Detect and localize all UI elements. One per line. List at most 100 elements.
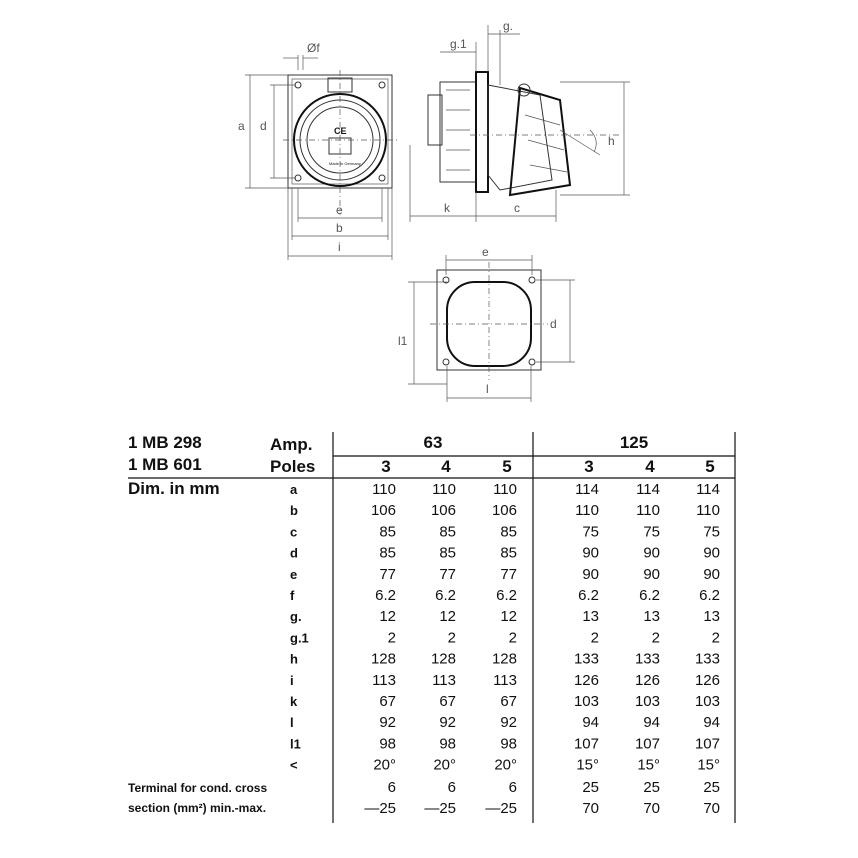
dim-i-label: i	[338, 240, 341, 254]
table-cell: 107	[635, 735, 660, 752]
table-cell: 13	[643, 608, 660, 625]
mounting-hole-bottom-right	[378, 174, 386, 182]
terminal-min-cell: 6	[509, 779, 517, 796]
row-key: c	[290, 524, 297, 539]
table-cell: 67	[500, 693, 517, 710]
terminal-min-cell: 25	[643, 779, 660, 796]
terminal-min-cell: 25	[703, 779, 720, 796]
table-cell: 20°	[373, 757, 396, 774]
poles-label: Poles	[270, 457, 315, 476]
technical-drawings: CE Made in Germany Øf a d e b i	[238, 19, 630, 402]
cutout-hole-bottom-right	[528, 358, 536, 366]
terminal-max-cell: 70	[703, 800, 720, 817]
table-cell: 2	[509, 629, 517, 646]
dim-h-label: h	[608, 134, 615, 148]
row-key: l	[290, 715, 294, 730]
pole-header: 4	[441, 457, 451, 476]
side-view-drawing: g.1 g. h k c	[409, 19, 630, 222]
table-cell: 90	[582, 545, 599, 562]
row-key: g.	[290, 609, 302, 624]
table-cell: 67	[439, 693, 456, 710]
row-key: f	[290, 588, 295, 603]
table-cell: 94	[703, 714, 720, 731]
terminal-max-cell: —25	[424, 800, 456, 817]
cutout-dim-l-label: l	[486, 382, 489, 396]
side-housing	[487, 84, 553, 191]
table-cell: 133	[574, 651, 599, 668]
row-key: h	[290, 652, 298, 667]
side-rear-boss	[427, 94, 443, 146]
cutout-hole-top-left	[442, 276, 450, 284]
table-cell: 2	[652, 629, 660, 646]
amp-label: Amp.	[270, 435, 313, 454]
terminal-max-cell: —25	[485, 800, 517, 817]
table-cell: 20°	[433, 757, 456, 774]
mounting-hole-top-right	[378, 81, 386, 89]
cutout-dim-l1-label: l1	[398, 334, 408, 348]
table-cell: 12	[500, 608, 517, 625]
cutout-hole-top-right	[528, 276, 536, 284]
terminal-max-cell: —25	[364, 800, 396, 817]
table-cell: 114	[696, 481, 720, 498]
table-cell: 90	[582, 566, 599, 583]
table-cell: 98	[379, 735, 396, 752]
table-cell: 77	[439, 566, 456, 583]
table-cell: 103	[635, 693, 660, 710]
table-cell: 2	[448, 629, 456, 646]
table-cell: 2	[591, 629, 599, 646]
side-rear-body	[439, 81, 477, 183]
table-cell: 90	[643, 545, 660, 562]
table-cell: 107	[574, 735, 599, 752]
table-cell: 113	[493, 672, 517, 689]
table-cell: 110	[372, 481, 396, 498]
pole-header: 3	[381, 457, 390, 476]
table-cell: 98	[439, 735, 456, 752]
table-cell: 15°	[697, 757, 720, 774]
table-cell: 6.2	[435, 587, 456, 604]
table-cell: 75	[582, 523, 599, 540]
row-key: a	[290, 482, 298, 497]
front-housing-ring	[293, 93, 387, 187]
table-cell: 85	[379, 523, 396, 540]
table-cell: 12	[439, 608, 456, 625]
dim-k-label: k	[444, 201, 451, 215]
table-cell: 85	[500, 545, 517, 562]
angle-line	[559, 129, 601, 156]
table-cell: 126	[635, 672, 660, 689]
table-cell: 98	[500, 735, 517, 752]
table-cell: 6.2	[496, 587, 517, 604]
table-cell: 128	[492, 651, 517, 668]
row-key: g.1	[290, 630, 309, 645]
table-row: <20°20°20°15°15°15°	[290, 757, 720, 774]
table-cell: 13	[582, 608, 599, 625]
pole-header: 4	[645, 457, 655, 476]
table-cell: 67	[379, 693, 396, 710]
table-cell: 103	[695, 693, 720, 710]
terminal-max-cell: 70	[643, 800, 660, 817]
front-lid	[306, 106, 374, 174]
row-key: d	[290, 546, 298, 561]
table-cell: 110	[696, 502, 720, 519]
dim-b-label: b	[336, 221, 343, 235]
table-cell: 110	[575, 502, 599, 519]
table-cell: 114	[575, 481, 599, 498]
pole-header: 3	[584, 457, 593, 476]
table-cell: 6.2	[639, 587, 660, 604]
table-cell: 110	[636, 502, 660, 519]
cutout-dim-d-label: d	[550, 317, 557, 331]
table-cell: 13	[703, 608, 720, 625]
dim-g1-label: g.1	[450, 37, 467, 51]
row-key: b	[290, 503, 298, 518]
table-cell: 77	[379, 566, 396, 583]
table-cell: 85	[379, 545, 396, 562]
table-cell: 107	[695, 735, 720, 752]
